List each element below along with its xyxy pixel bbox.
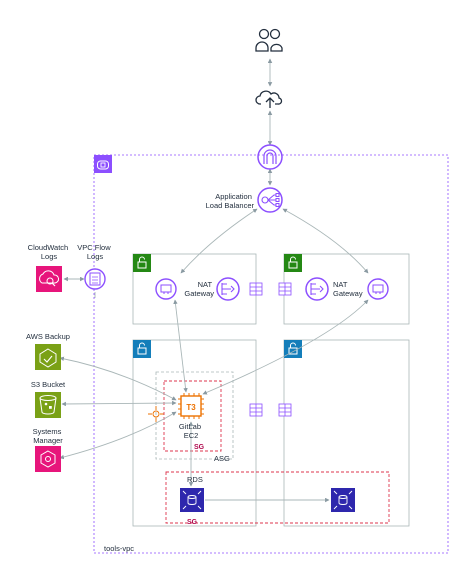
route-table-icon [278,282,292,296]
nat-right-label: NAT Gateway [333,280,363,298]
ec2-type-label: T3 [186,403,196,412]
nat-gateway-left-icon [216,277,240,301]
public-subnet-right-icon [284,254,302,272]
alb-label: Application Load Balancer [206,192,255,210]
vpc-icon [94,155,112,173]
s3-bucket-icon [35,392,61,418]
asg-label: ASG [214,454,230,463]
vpc-flow-label: VPC Flow Logs [77,243,112,261]
cloudwatch-label: CloudWatch Logs [28,243,71,261]
ssm-label: Systems Manager [33,427,64,445]
internet-cloud-icon [255,90,283,108]
aws-backup-icon [35,344,61,370]
ec2-instance-icon [178,393,204,419]
network-interface-left-icon [155,278,177,300]
route-table-icon [249,403,263,417]
sg-rds-label: SG [187,519,198,526]
vpc-label: tools-vpc [104,544,134,553]
network-interface-right-icon [367,278,389,300]
nat-gateway-right-icon [305,277,329,301]
public-subnet-left-icon [133,254,151,272]
private-subnet-left-icon [133,340,151,358]
sg-ec2-label: SG [194,444,205,451]
asg-group [155,371,234,460]
load-balancer-icon [257,187,283,213]
users-icon [255,28,283,52]
backup-label: AWS Backup [26,332,70,341]
route-table-icons [249,282,292,417]
cloudwatch-logs-icon [36,266,62,292]
ec2-label: GitLab EC2 [179,422,203,440]
rds-label: RDS [187,475,203,484]
internet-gateway-icon [257,144,283,170]
rds-standby-icon [331,488,355,512]
nat-left-label: NAT Gateway [184,280,214,298]
route-table-icon [249,282,263,296]
systems-manager-icon [35,446,61,472]
s3-label: S3 Bucket [31,380,66,389]
route-table-icon [278,403,292,417]
connections [59,58,369,503]
vpc-flow-logs-icon [84,268,106,290]
vpc-boundary [93,154,449,554]
sg-rds [165,471,390,524]
rds-primary-icon [180,488,204,512]
